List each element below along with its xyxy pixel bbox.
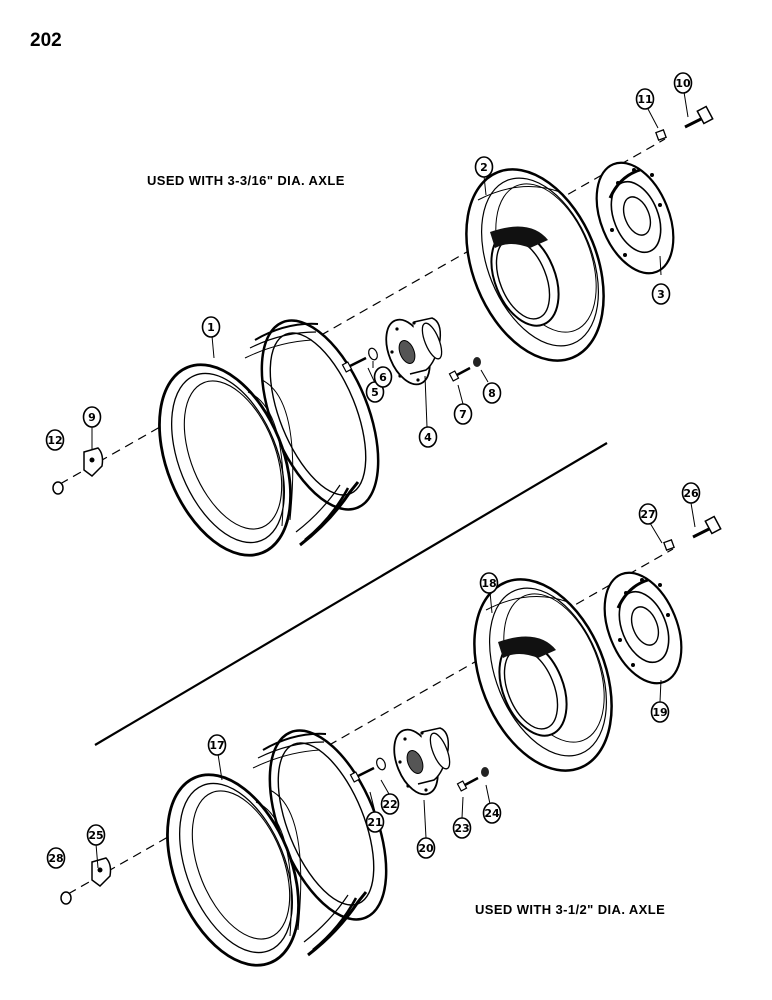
page-number: 202	[30, 30, 62, 51]
callout-27-label: 27	[640, 508, 655, 521]
callout-26-label: 26	[683, 487, 699, 500]
callout-18: 18	[479, 572, 499, 594]
callout-8: 8	[482, 382, 502, 404]
callout-12-label: 12	[47, 434, 62, 447]
callout-3: 3	[651, 283, 671, 305]
caption-top-assembly: USED WITH 3-3/16" DIA. AXLE	[147, 173, 345, 188]
callout-6: 6	[373, 366, 393, 388]
callout-20: 20	[416, 837, 436, 859]
callout-22-label: 22	[382, 798, 397, 811]
callout-1-label: 1	[207, 321, 215, 334]
callout-25-label: 25	[88, 829, 103, 842]
callout-18-label: 18	[481, 577, 496, 590]
callout-20-label: 20	[418, 842, 434, 855]
part-callouts: 1 2 3 4 5 6 7 8 9 10 11 12 17 18 19 20 2…	[45, 72, 701, 869]
callout-24: 24	[482, 802, 502, 824]
upper-wheel-assembly	[51, 104, 715, 576]
callout-22: 22	[380, 793, 400, 815]
callout-23-label: 23	[454, 822, 469, 835]
caption-bottom-assembly: USED WITH 3-1/2" DIA. AXLE	[475, 902, 666, 917]
callout-21: 21	[365, 811, 385, 833]
callout-5-label: 5	[371, 386, 379, 399]
callout-23: 23	[452, 817, 472, 839]
callout-24-label: 24	[484, 807, 500, 820]
section-divider-line	[94, 442, 608, 746]
callout-17: 17	[207, 734, 227, 756]
callout-6-label: 6	[379, 371, 387, 384]
callout-4: 4	[418, 426, 438, 448]
callout-5: 5	[365, 381, 385, 403]
callout-10-label: 10	[675, 77, 691, 90]
leader-lines	[91, 91, 696, 869]
callout-28-label: 28	[48, 852, 63, 865]
lower-wheel-assembly	[59, 514, 723, 986]
callout-9-label: 9	[88, 411, 96, 424]
callout-21-label: 21	[367, 816, 382, 829]
callout-1: 1	[201, 316, 221, 338]
callout-7-label: 7	[459, 408, 467, 421]
callout-26: 26	[681, 482, 701, 504]
callout-19-label: 19	[652, 706, 667, 719]
callout-4-label: 4	[424, 431, 432, 444]
callout-11: 11	[635, 88, 655, 110]
callout-7: 7	[453, 403, 473, 425]
callout-2-label: 2	[480, 161, 488, 174]
callout-25: 25	[86, 824, 106, 846]
callout-28: 28	[46, 847, 66, 869]
callout-11-label: 11	[637, 93, 652, 106]
callout-17-label: 17	[209, 739, 224, 752]
callout-12: 12	[45, 429, 65, 451]
callout-8-label: 8	[488, 387, 496, 400]
callout-2: 2	[474, 156, 494, 178]
callout-10: 10	[673, 72, 693, 94]
callout-3-label: 3	[657, 288, 665, 301]
callout-9: 9	[82, 406, 102, 428]
callout-19: 19	[650, 701, 670, 723]
callout-27: 27	[638, 503, 658, 525]
